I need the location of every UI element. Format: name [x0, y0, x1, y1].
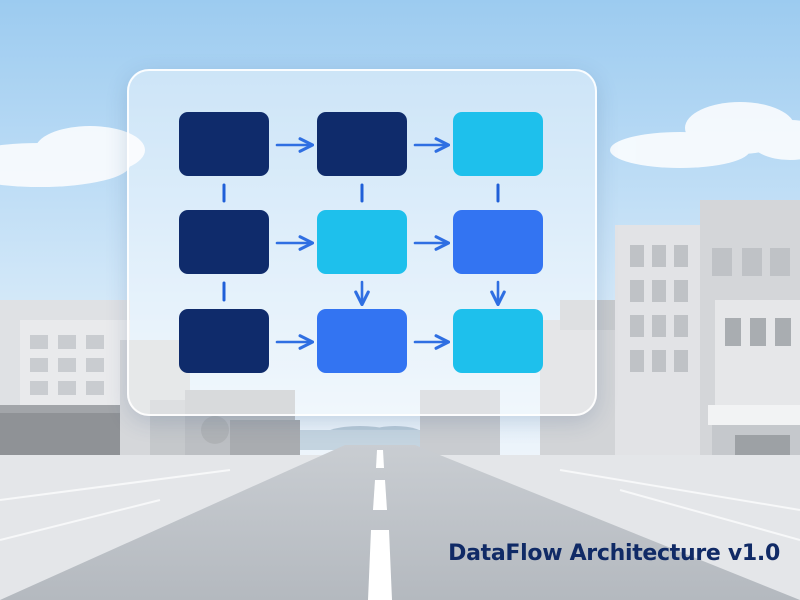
node-r1c1	[179, 112, 269, 176]
diagram-caption: DataFlow Architecture v1.0	[448, 541, 780, 566]
node-r2c1	[179, 210, 269, 274]
node-r2c3	[453, 210, 543, 274]
sidewalk-lines	[0, 469, 800, 541]
node-r2c2	[317, 210, 407, 274]
node-r1c3	[453, 112, 543, 176]
left-buildings	[0, 300, 300, 470]
node-r3c2	[317, 309, 407, 373]
road	[0, 445, 800, 600]
node-r3c3	[453, 309, 543, 373]
road-markings	[368, 450, 392, 600]
node-r1c2	[317, 112, 407, 176]
clouds	[0, 102, 800, 187]
node-r3c1	[179, 309, 269, 373]
